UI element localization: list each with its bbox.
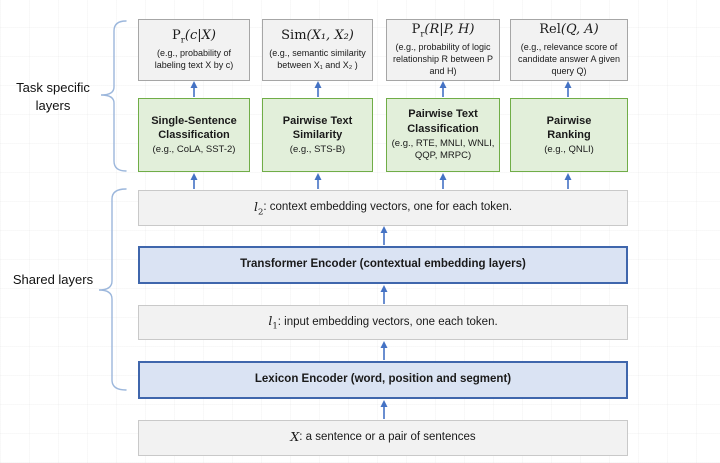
task-box-pairwise-text-classification: Pairwise Text Classification (e.g., RTE,…	[386, 98, 500, 172]
up-arrow-icon	[439, 173, 447, 189]
output-box-4: Rel(Q, A) (e.g., relevance score of cand…	[510, 19, 628, 81]
formula-text: Sim(X₁, X₂)	[281, 27, 354, 43]
output-description: (e.g., semantic similarity between X₁ an…	[269, 47, 366, 70]
output-description: (e.g., probability of labeling text X by…	[154, 47, 234, 70]
up-arrow-icon	[564, 81, 572, 97]
up-arrow-icon	[380, 400, 388, 419]
math-symbol: X	[290, 428, 300, 444]
task-subtitle: (e.g., STS-B)	[289, 144, 346, 156]
task-subtitle: (e.g., CoLA, SST-2)	[152, 144, 236, 156]
up-arrow-icon	[439, 81, 447, 97]
up-arrow-icon	[380, 341, 388, 360]
task-subtitle: (e.g., QNLI)	[544, 144, 594, 156]
encoder-label: Lexicon Encoder (word, position and segm…	[254, 373, 512, 386]
output-description: (e.g., relevance score of candidate answ…	[517, 42, 621, 76]
task-box-single-sentence-classification: Single-Sentence Classification (e.g., Co…	[138, 98, 250, 172]
row-text: : input embedding vectors, one each toke…	[277, 315, 498, 328]
shared-layers-label: Shared layers	[12, 272, 94, 287]
transformer-encoder-box: Transformer Encoder (contextual embeddin…	[138, 246, 628, 284]
formula-text: Pr(c|X)	[172, 27, 216, 46]
output-box-2: Sim(X₁, X₂) (e.g., semantic similarity b…	[262, 19, 373, 81]
output-box-3: Pr(R|P, H) (e.g., probability of logic r…	[386, 19, 500, 81]
math-symbol: l1	[268, 313, 278, 332]
up-arrow-icon	[380, 226, 388, 245]
l2-context-embedding-row: l2: context embedding vectors, one for e…	[138, 190, 628, 226]
up-arrow-icon	[190, 81, 198, 97]
task-box-pairwise-ranking: Pairwise Ranking (e.g., QNLI)	[510, 98, 628, 172]
up-arrow-icon	[314, 81, 322, 97]
output-box-1: Pr(c|X) (e.g., probability of labeling t…	[138, 19, 250, 81]
task-specific-brace	[100, 20, 127, 172]
formula-text: Rel(Q, A)	[539, 21, 599, 37]
l1-input-embedding-row: l1: input embedding vectors, one each to…	[138, 305, 628, 340]
up-arrow-icon	[314, 173, 322, 189]
lexicon-encoder-box: Lexicon Encoder (word, position and segm…	[138, 361, 628, 399]
output-description: (e.g., probability of logic relationship…	[392, 42, 494, 76]
task-box-pairwise-text-similarity: Pairwise Text Similarity (e.g., STS-B)	[262, 98, 373, 172]
up-arrow-icon	[564, 173, 572, 189]
input-sentence-row: X: a sentence or a pair of sentences	[138, 420, 628, 456]
task-title: Pairwise Ranking	[546, 114, 592, 141]
formula-text: Pr(R|P, H)	[411, 21, 475, 40]
task-specific-layers-label: Task specific layers	[16, 80, 90, 114]
shared-layers-brace	[98, 188, 127, 391]
up-arrow-icon	[380, 285, 388, 304]
up-arrow-icon	[190, 173, 198, 189]
row-text: : a sentence or a pair of sentences	[299, 431, 476, 444]
row-text: : context embedding vectors, one for eac…	[263, 201, 513, 214]
task-title: Pairwise Text Similarity	[282, 114, 353, 141]
task-title: Single-Sentence Classification	[151, 114, 237, 141]
task-title: Pairwise Text Classification	[407, 108, 479, 135]
task-subtitle: (e.g., RTE, MNLI, WNLI, QQP, MRPC)	[391, 137, 495, 162]
math-symbol: l2	[253, 198, 264, 218]
encoder-label: Transformer Encoder (contextual embeddin…	[240, 258, 526, 271]
